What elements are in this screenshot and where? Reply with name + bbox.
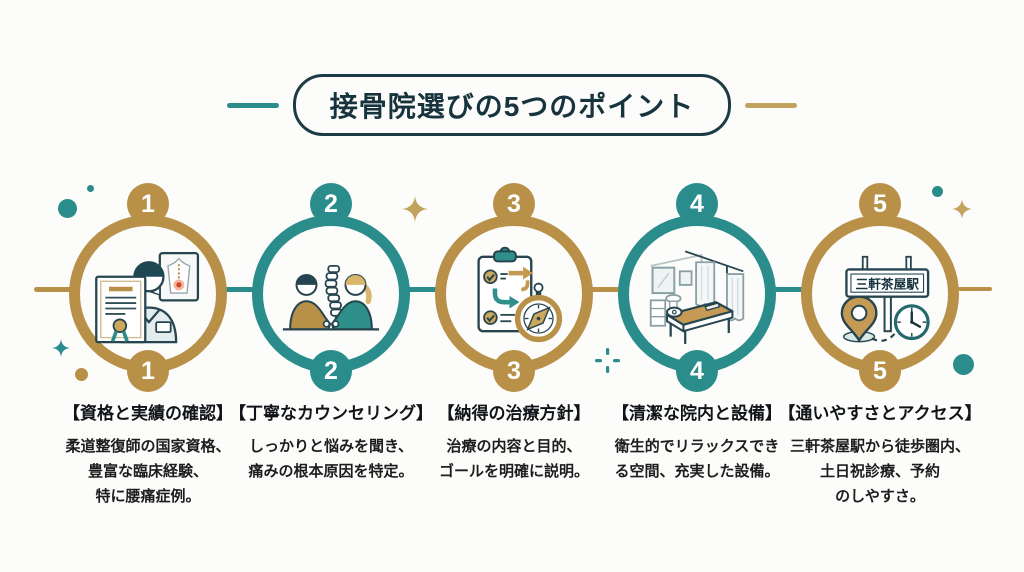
point-2-title: 【丁寧なカウンセリング】 [229,404,433,423]
point-1: 1 1 [43,0,253,572]
station-sign-label: 三軒茶屋駅 [856,277,920,292]
point-3-title: 【納得の治療方針】 [437,404,591,423]
connector-segment-4-5 [774,287,803,292]
teal-dot-bottom-right-icon [953,354,974,375]
point-2-number-badge-top: 2 [310,183,352,225]
practitioner-certificate-icon [89,235,207,353]
point-2-number-badge-bottom: 2 [310,350,352,392]
page-title-pill: 接骨院選びの5つのポイント [292,74,732,136]
point-4-number-badge-top: 4 [676,183,718,225]
connector-segment-2-3 [408,287,437,292]
connector-segment-3-4 [591,287,620,292]
point-3-number-badge-top: 3 [493,183,535,225]
point-2-text: 【丁寧なカウンセリング】 しっかりと悩みを聞き、 痛みの根本原因を特定。 [226,399,436,484]
teal-sparkle-icon [52,339,70,362]
teal-dot-icon [58,199,77,218]
point-4-description: 衛生的でリラックスでき る空間、充実した設備。 [614,438,780,480]
point-5-text: 【通いやすさとアクセス】 三軒茶屋駅から徒歩圏内、 土日祝診療、予約 のしやすさ… [775,399,985,509]
point-1-number-badge-bottom: 1 [127,350,169,392]
point-5-number-badge-bottom: 5 [859,350,901,392]
point-1-text: 【資格と実績の確認】 柔道整復師の国家資格、 豊富な臨床経験、 特に腰痛症例。 [43,399,253,509]
point-5: 5 5 三軒茶屋駅 [775,0,985,572]
gold-sparkle-large-icon [402,196,428,227]
point-3-description: 治療の内容と目的、 ゴールを明確に説明。 [438,438,589,480]
point-2: 2 2 [226,0,436,572]
page-title: 接骨院選びの5つのポイント [329,91,695,122]
title-dash-left [226,102,279,108]
counseling-spine-icon [272,235,390,353]
checklist-compass-icon [455,235,573,353]
gold-sparkle-right-icon [952,199,972,224]
point-4-text: 【清潔な院内と設備】 衛生的でリラックスでき る空間、充実した設備。 [592,399,802,484]
point-1-number-badge-top: 1 [127,183,169,225]
point-2-description: しっかりと悩みを聞き、 痛みの根本原因を特定。 [248,438,414,480]
gold-dot-icon [75,368,88,381]
teal-dashed-plus-icon [595,348,620,378]
title-dash-right [745,102,798,108]
point-3: 3 3 [409,0,619,572]
header: 接骨院選びの5つのポイント [0,74,1024,136]
teal-dot-small-icon [87,185,94,192]
point-1-title: 【資格と実績の確認】 [63,404,233,423]
station-map-pin-clock-icon: 三軒茶屋駅 [821,235,939,353]
point-5-description: 三軒茶屋駅から徒歩圏内、 土日祝診療、予約 のしやすさ。 [789,438,970,505]
point-4: 4 4 [592,0,802,572]
teal-dot-top-right-icon [932,186,943,197]
point-4-number-badge-bottom: 4 [676,350,718,392]
connector-segment-left-edge [34,287,72,292]
point-5-number-badge-top: 5 [859,183,901,225]
point-3-number-badge-bottom: 3 [493,350,535,392]
point-3-text: 【納得の治療方針】 治療の内容と目的、 ゴールを明確に説明。 [409,399,619,484]
point-4-title: 【清潔な院内と設備】 [612,404,782,423]
connector-segment-1-2 [225,287,254,292]
connector-segment-right-edge [958,287,992,291]
clinic-room-icon [638,235,756,353]
point-1-description: 柔道整復師の国家資格、 豊富な臨床経験、 特に腰痛症例。 [65,438,231,505]
point-5-title: 【通いやすさとアクセス】 [778,404,982,423]
